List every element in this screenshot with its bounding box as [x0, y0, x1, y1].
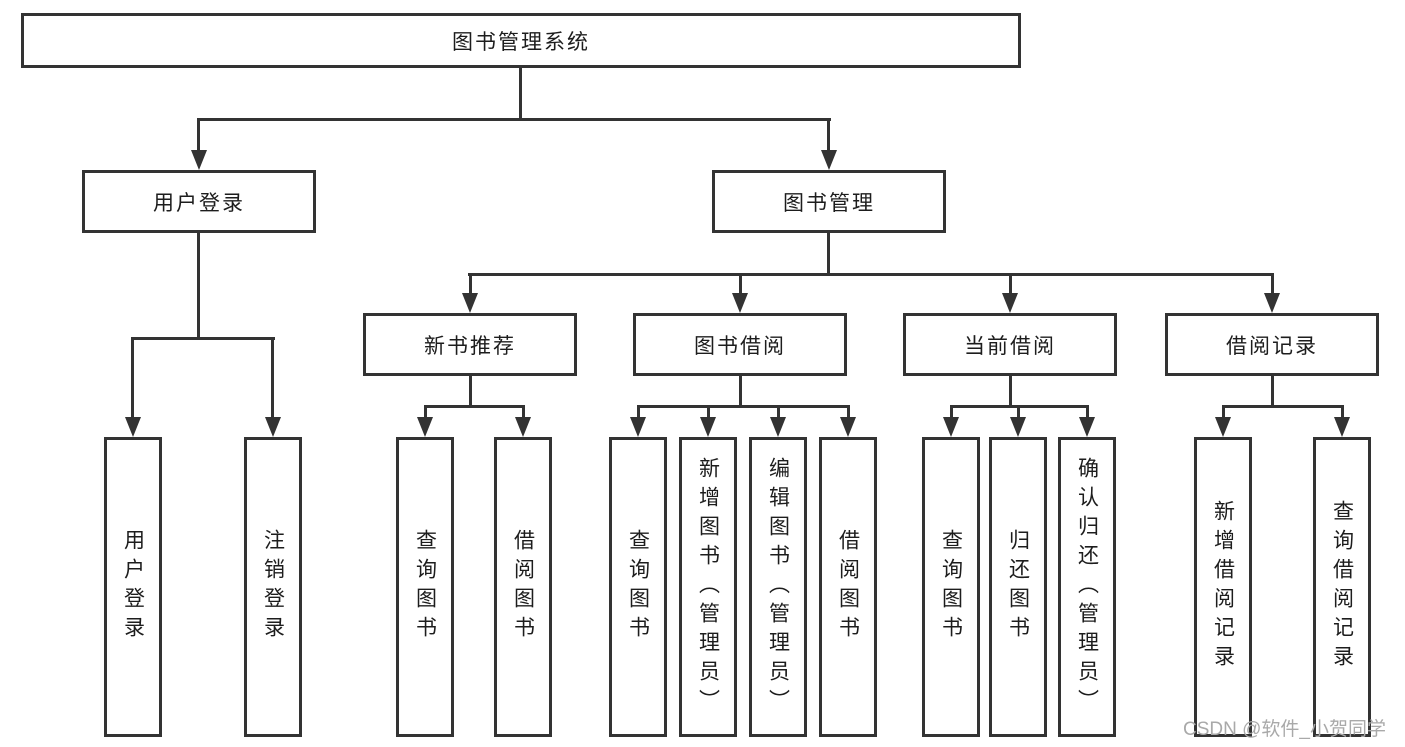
- v-line: [1009, 273, 1012, 297]
- arrow-down-icon: [191, 150, 207, 170]
- leaf-user-login: 用户登录: [104, 437, 162, 737]
- node-borrow-record: 借阅记录: [1165, 313, 1379, 376]
- node-user-login: 用户登录: [82, 170, 316, 233]
- v-line: [271, 337, 274, 421]
- arrow-down-icon: [462, 293, 478, 313]
- v-line: [469, 376, 472, 405]
- csdn-watermark: CSDN @软件_小贺同学: [1183, 719, 1386, 740]
- v-line: [522, 405, 525, 419]
- leaf-cb-return-book: 归还图书: [989, 437, 1047, 737]
- v-line: [1341, 405, 1344, 419]
- arrow-down-icon: [417, 417, 433, 437]
- leaf-rec-query-book: 查询图书: [396, 437, 454, 737]
- arrow-down-icon: [630, 417, 646, 437]
- v-line: [950, 405, 953, 419]
- node-root-label: 图书管理系统: [452, 30, 590, 54]
- v-line: [519, 68, 522, 118]
- node-book-mgmt-label: 图书管理: [783, 191, 875, 215]
- arrow-down-icon: [1002, 293, 1018, 313]
- arrow-down-icon: [1264, 293, 1280, 313]
- v-line: [131, 337, 134, 421]
- leaf-rec-borrow-book-label: 借阅图书: [511, 529, 535, 645]
- v-line: [197, 233, 200, 337]
- leaf-bb-add-book: 新增图书（管理员）: [679, 437, 737, 737]
- leaf-bb-edit-book-label: 编辑图书（管理员）: [766, 456, 790, 718]
- arrow-down-icon: [1215, 417, 1231, 437]
- leaf-cb-confirm-return-label: 确认归还（管理员）: [1075, 456, 1099, 718]
- v-line: [469, 273, 472, 297]
- leaf-bb-borrow-book-label: 借阅图书: [836, 529, 860, 645]
- leaf-logout: 注销登录: [244, 437, 302, 737]
- v-line: [777, 405, 780, 419]
- arrow-down-icon: [125, 417, 141, 437]
- leaf-rec-borrow-book: 借阅图书: [494, 437, 552, 737]
- v-line: [1271, 376, 1274, 405]
- node-new-book-rec: 新书推荐: [363, 313, 577, 376]
- leaf-br-query-record-label: 查询借阅记录: [1330, 500, 1354, 674]
- leaf-br-add-record: 新增借阅记录: [1194, 437, 1252, 737]
- node-new-book-rec-label: 新书推荐: [424, 334, 516, 358]
- node-book-borrow: 图书借阅: [633, 313, 847, 376]
- v-line: [1271, 273, 1274, 297]
- node-book-borrow-label: 图书借阅: [694, 334, 786, 358]
- arrow-down-icon: [1010, 417, 1026, 437]
- leaf-user-login-label: 用户登录: [121, 529, 145, 645]
- node-root: 图书管理系统: [21, 13, 1021, 68]
- v-line: [1009, 376, 1012, 405]
- h-line: [637, 405, 850, 408]
- node-user-login-label: 用户登录: [153, 191, 245, 215]
- leaf-bb-add-book-label: 新增图书（管理员）: [696, 456, 720, 718]
- arrow-down-icon: [840, 417, 856, 437]
- v-line: [1086, 405, 1089, 419]
- arrow-down-icon: [943, 417, 959, 437]
- arrow-down-icon: [700, 417, 716, 437]
- v-line: [847, 405, 850, 419]
- leaf-cb-return-book-label: 归还图书: [1006, 529, 1030, 645]
- leaf-logout-label: 注销登录: [261, 529, 285, 645]
- v-line: [707, 405, 710, 419]
- v-line: [827, 118, 830, 152]
- leaf-br-add-record-label: 新增借阅记录: [1211, 500, 1235, 674]
- leaf-cb-confirm-return: 确认归还（管理员）: [1058, 437, 1116, 737]
- arrow-down-icon: [515, 417, 531, 437]
- h-line: [197, 118, 831, 121]
- node-borrow-record-label: 借阅记录: [1226, 334, 1318, 358]
- v-line: [637, 405, 640, 419]
- arrow-down-icon: [770, 417, 786, 437]
- node-book-mgmt: 图书管理: [712, 170, 946, 233]
- leaf-bb-query-book-label: 查询图书: [626, 529, 650, 645]
- node-current-borrow-label: 当前借阅: [964, 334, 1056, 358]
- h-line: [468, 273, 1274, 276]
- leaf-bb-edit-book: 编辑图书（管理员）: [749, 437, 807, 737]
- v-line: [739, 273, 742, 297]
- h-line: [424, 405, 525, 408]
- arrow-down-icon: [732, 293, 748, 313]
- leaf-bb-query-book: 查询图书: [609, 437, 667, 737]
- leaf-rec-query-book-label: 查询图书: [413, 529, 437, 645]
- arrow-down-icon: [1334, 417, 1350, 437]
- v-line: [739, 376, 742, 405]
- h-line: [1222, 405, 1344, 408]
- leaf-bb-borrow-book: 借阅图书: [819, 437, 877, 737]
- arrow-down-icon: [821, 150, 837, 170]
- v-line: [1222, 405, 1225, 419]
- v-line: [1017, 405, 1020, 419]
- h-line: [131, 337, 275, 340]
- arrow-down-icon: [265, 417, 281, 437]
- leaf-cb-query-book-label: 查询图书: [939, 529, 963, 645]
- leaf-br-query-record: 查询借阅记录: [1313, 437, 1371, 737]
- v-line: [424, 405, 427, 419]
- leaf-cb-query-book: 查询图书: [922, 437, 980, 737]
- v-line: [197, 118, 200, 152]
- v-line: [827, 233, 830, 273]
- arrow-down-icon: [1079, 417, 1095, 437]
- node-current-borrow: 当前借阅: [903, 313, 1117, 376]
